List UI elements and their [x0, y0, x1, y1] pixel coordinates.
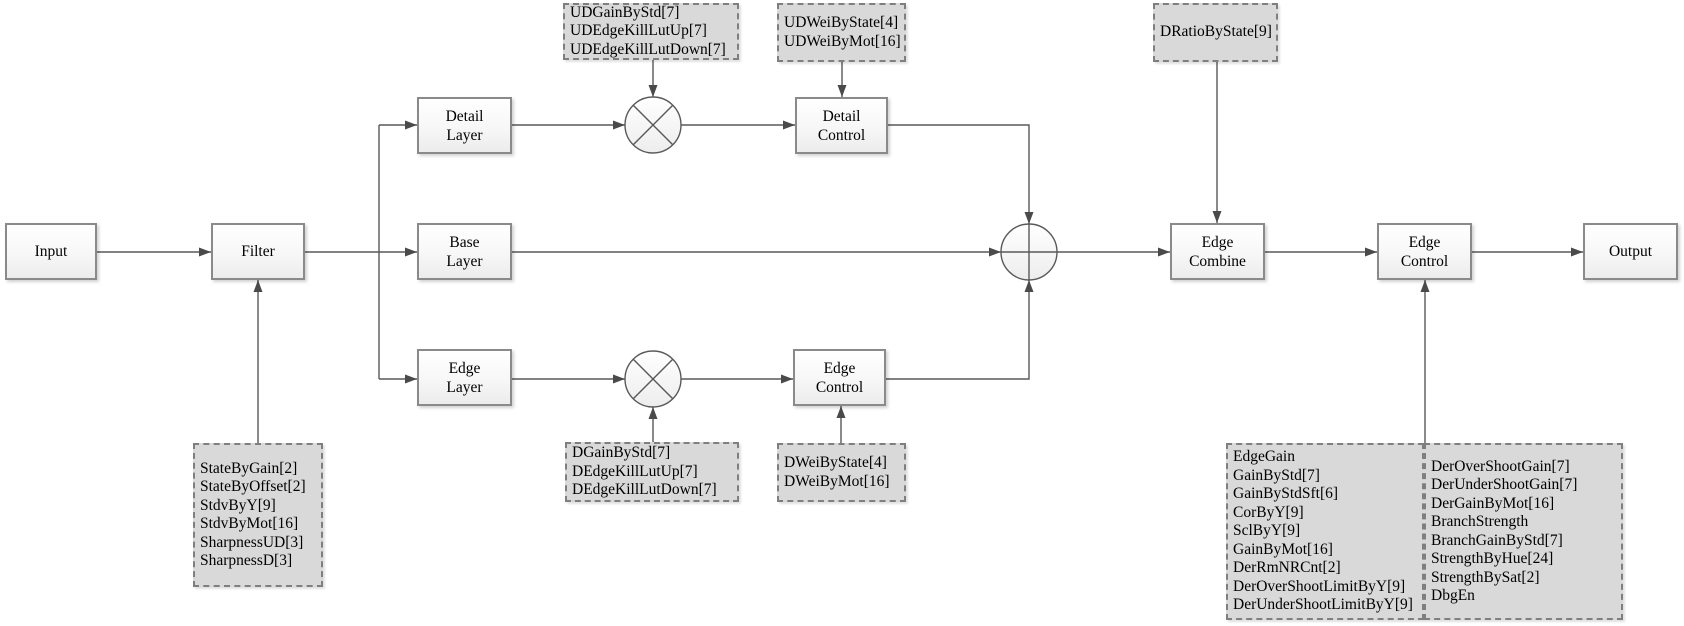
- param-box-d-ratio-text: DRatioByState[9]: [1160, 23, 1272, 41]
- param-box-edge-params-left-text: EdgeGain GainByStd[7] GainByStdSft[6] Co…: [1233, 448, 1413, 614]
- param-box-filter-params-text: StateByGain[2] StateByOffset[2] StdvByY[…: [200, 459, 306, 570]
- param-box-d-wei-text: DWeiByState[4] DWeiByMot[16]: [784, 454, 890, 490]
- param-box-ud-wei-text: UDWeiByState[4] UDWeiByMot[16]: [784, 14, 901, 50]
- node-input: Input: [5, 223, 97, 280]
- node-edge-control-branch-label: Edge Control: [815, 359, 864, 396]
- node-base-layer-label: Base Layer: [446, 233, 483, 270]
- param-box-d-ratio: DRatioByState[9]: [1153, 3, 1278, 62]
- sum-operator-combine: [1000, 223, 1058, 281]
- node-edge-combine: Edge Combine: [1170, 223, 1265, 280]
- node-filter-label: Filter: [241, 243, 275, 260]
- node-detail-control-label: Detail Control: [817, 107, 866, 144]
- node-detail-layer-label: Detail Layer: [445, 107, 484, 144]
- param-box-edge-params-right-text: DerOverShootGain[7] DerUnderShootGain[7]…: [1431, 457, 1578, 605]
- multiply-operator-detail: [624, 96, 682, 154]
- operators: [624, 96, 1058, 408]
- node-edge-control-branch: Edge Control: [793, 349, 886, 406]
- edge-edgecontrol-sum: [886, 280, 1034, 380]
- node-edge-control-main-label: Edge Control: [1400, 233, 1449, 270]
- param-box-d-gain-text: DGainByStd[7] DEdgeKillLutUp[7] DEdgeKil…: [572, 444, 717, 499]
- param-box-d-gain: DGainByStd[7] DEdgeKillLutUp[7] DEdgeKil…: [565, 442, 739, 502]
- node-base-layer: Base Layer: [417, 223, 512, 280]
- node-input-label: Input: [34, 243, 68, 260]
- node-detail-control: Detail Control: [795, 97, 888, 154]
- param-box-ud-wei: UDWeiByState[4] UDWeiByMot[16]: [777, 3, 906, 62]
- param-box-edge-params-left: EdgeGain GainByStd[7] GainByStdSft[6] Co…: [1226, 443, 1424, 620]
- param-box-ud-gain: UDGainByStd[7] UDEdgeKillLutUp[7] UDEdge…: [563, 3, 739, 60]
- node-edge-control-main: Edge Control: [1377, 223, 1472, 280]
- node-output: Output: [1583, 223, 1678, 280]
- node-detail-layer: Detail Layer: [417, 97, 512, 154]
- connector-lines: [97, 60, 1583, 443]
- edge-detailcontrol-sum: [888, 124, 1034, 224]
- param-box-ud-gain-text: UDGainByStd[7] UDEdgeKillLutUp[7] UDEdge…: [570, 3, 726, 58]
- node-filter: Filter: [211, 223, 305, 280]
- param-box-d-wei: DWeiByState[4] DWeiByMot[16]: [777, 443, 906, 502]
- multiply-operator-edge: [624, 350, 682, 408]
- param-box-filter-params: StateByGain[2] StateByOffset[2] StdvByY[…: [193, 443, 323, 587]
- node-edge-layer: Edge Layer: [417, 349, 512, 406]
- node-output-label: Output: [1608, 243, 1653, 260]
- node-edge-layer-label: Edge Layer: [446, 359, 483, 396]
- node-edge-combine-label: Edge Combine: [1189, 233, 1246, 270]
- param-box-edge-params-right: DerOverShootGain[7] DerUnderShootGain[7]…: [1424, 443, 1623, 620]
